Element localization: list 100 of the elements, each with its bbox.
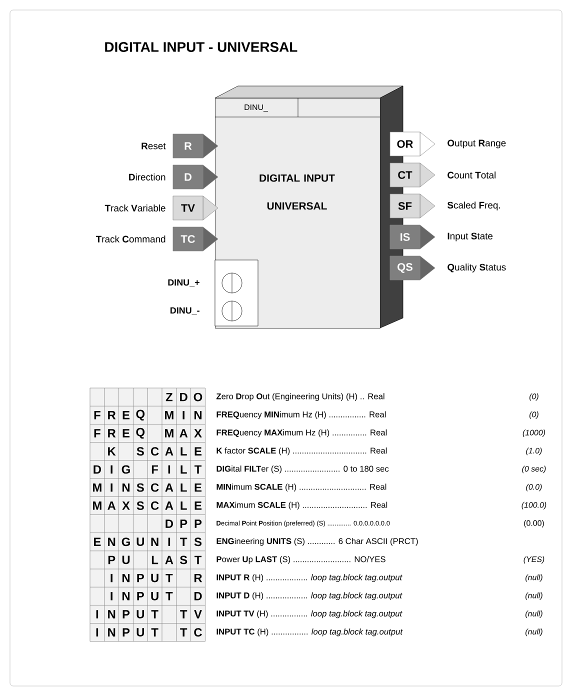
terminal-circle (222, 300, 242, 322)
terminal-label: DINU_- (170, 307, 200, 315)
port-label: Track Command (96, 236, 166, 242)
parameter-description: DIGital FILTer (S) ........................ 0 to 180 sec (216, 466, 389, 474)
grid-letter: R (108, 429, 116, 438)
port-box: D (172, 164, 218, 190)
port-box: CT (390, 162, 436, 188)
grid-letter: U (136, 538, 144, 546)
grid-letter: X (122, 502, 130, 510)
grid-letter: P (180, 520, 188, 528)
port-box: QS (390, 256, 436, 280)
parameter-description: FREQuency MAXimum Hz (H) ............... Real (216, 429, 387, 438)
grid-letter: D (166, 520, 173, 528)
terminal-strip (214, 260, 258, 326)
port-label: Reset (142, 142, 166, 150)
port-label: Quality Status (448, 264, 506, 272)
grid-letter: A (165, 556, 174, 564)
grid-letter: I (110, 483, 112, 492)
grid-letter: A (165, 502, 174, 510)
parameter-description: INPUT TC (H) ................ loop tag.block tag.output (216, 628, 403, 636)
grid-letter: L (180, 502, 187, 510)
grid-letter: N (122, 483, 130, 492)
grid-letter: P (108, 556, 116, 564)
grid-letter: R (194, 574, 202, 582)
grid-letter: U (151, 592, 158, 600)
grid-letter: L (180, 483, 187, 492)
port-box: SF (390, 194, 436, 218)
grid-letter: I (96, 628, 98, 636)
grid-letter: P (137, 574, 144, 582)
port-label: Direction (129, 174, 166, 180)
grid-letter: I (96, 610, 98, 618)
parameter-description: INPUT D (H) .................. loop tag.block tag.output (216, 592, 402, 600)
parameter-description: ENGineering UNITS (S) ............ 6 Char ASCII (PRCT) (216, 538, 418, 546)
grid-letter: C (150, 483, 159, 492)
grid-letter: T (180, 628, 188, 636)
grid-letter: T (180, 610, 188, 618)
grid-letter: L (152, 556, 158, 564)
grid-letter: T (151, 610, 158, 618)
grid-letter: U (151, 574, 158, 582)
grid-letter: E (122, 429, 130, 438)
grid-letter: F (94, 411, 100, 420)
grid-letter: N (194, 411, 202, 420)
grid-letter: N (122, 592, 130, 600)
grid-letter: P (194, 520, 202, 528)
grid-letter: S (136, 501, 144, 510)
grid-letter: N (108, 538, 116, 546)
grid-letter: Z (166, 392, 172, 402)
grid-letter: E (94, 538, 101, 546)
grid-letter: D (94, 465, 101, 474)
parameter-description: INPUT TV (H) ................ loop tag.block tag.output (216, 610, 402, 618)
grid-letter: T (194, 465, 202, 474)
terminal-label: DINU_+ (168, 279, 200, 287)
grid-letter: L (180, 465, 187, 474)
grid-letter: N (108, 610, 116, 618)
parameter-description: K factor SCALE (H) ................................ Real (216, 447, 387, 456)
grid-letter: T (180, 538, 188, 546)
port-label: Input State (448, 232, 493, 242)
terminal-circle (222, 272, 242, 294)
port-box: R (172, 134, 218, 158)
grid-letter: I (110, 592, 112, 600)
grid-letter: N (151, 538, 158, 546)
grid-letter: S (136, 483, 144, 492)
grid-letter: M (93, 502, 102, 510)
grid-letter: T (151, 628, 158, 636)
title: DIGITAL INPUT - UNIVERSAL (105, 42, 298, 52)
grid-letter: O (194, 392, 202, 402)
grid-letter: I (182, 411, 184, 420)
grid-letter: A (165, 447, 174, 456)
grid-letter: L (180, 447, 187, 456)
port-label: Scaled Freq. (447, 202, 500, 210)
grid-letter: C (194, 628, 202, 637)
grid-letter: N (122, 574, 130, 582)
grid-letter: P (137, 592, 144, 600)
grid-letter: P (122, 628, 130, 636)
port-label: Output Range (448, 140, 506, 148)
grid-letter: T (166, 592, 173, 600)
block-title: DIGITAL INPUT UNIVERSAL (260, 174, 335, 210)
parameter-description: MINimum SCALE (H) ............................. Real (216, 484, 386, 492)
port-box: OR (390, 132, 436, 156)
grid-letter: F (94, 429, 100, 438)
grid-letter: R (108, 411, 116, 420)
grid-letter: E (194, 483, 202, 492)
port-box: IS (390, 224, 436, 250)
parameter-description: Power Up LAST (S) ......................... NO/YES (216, 556, 386, 564)
grid-letter: A (165, 483, 174, 492)
grid-letter: T (194, 556, 202, 564)
grid-letter: U (136, 628, 144, 637)
grid-letter: G (122, 538, 130, 546)
grid-letter: M (165, 429, 174, 438)
parameter-description: Zero Drop Out (Engineering Units) (H) .. Real (216, 393, 384, 401)
port-box: TV (172, 196, 218, 220)
grid-letter: U (136, 610, 144, 618)
grid-letter: Q (136, 410, 145, 420)
grid-letter: M (93, 483, 102, 492)
grid-letter: A (108, 502, 116, 510)
parameter-description: INPUT R (H) .................. loop tag.block tag.output (216, 574, 402, 582)
grid-letter: Q (136, 428, 145, 439)
grid-letter: C (150, 501, 159, 510)
grid-letter: E (194, 502, 202, 510)
grid-letter: K (108, 447, 116, 456)
